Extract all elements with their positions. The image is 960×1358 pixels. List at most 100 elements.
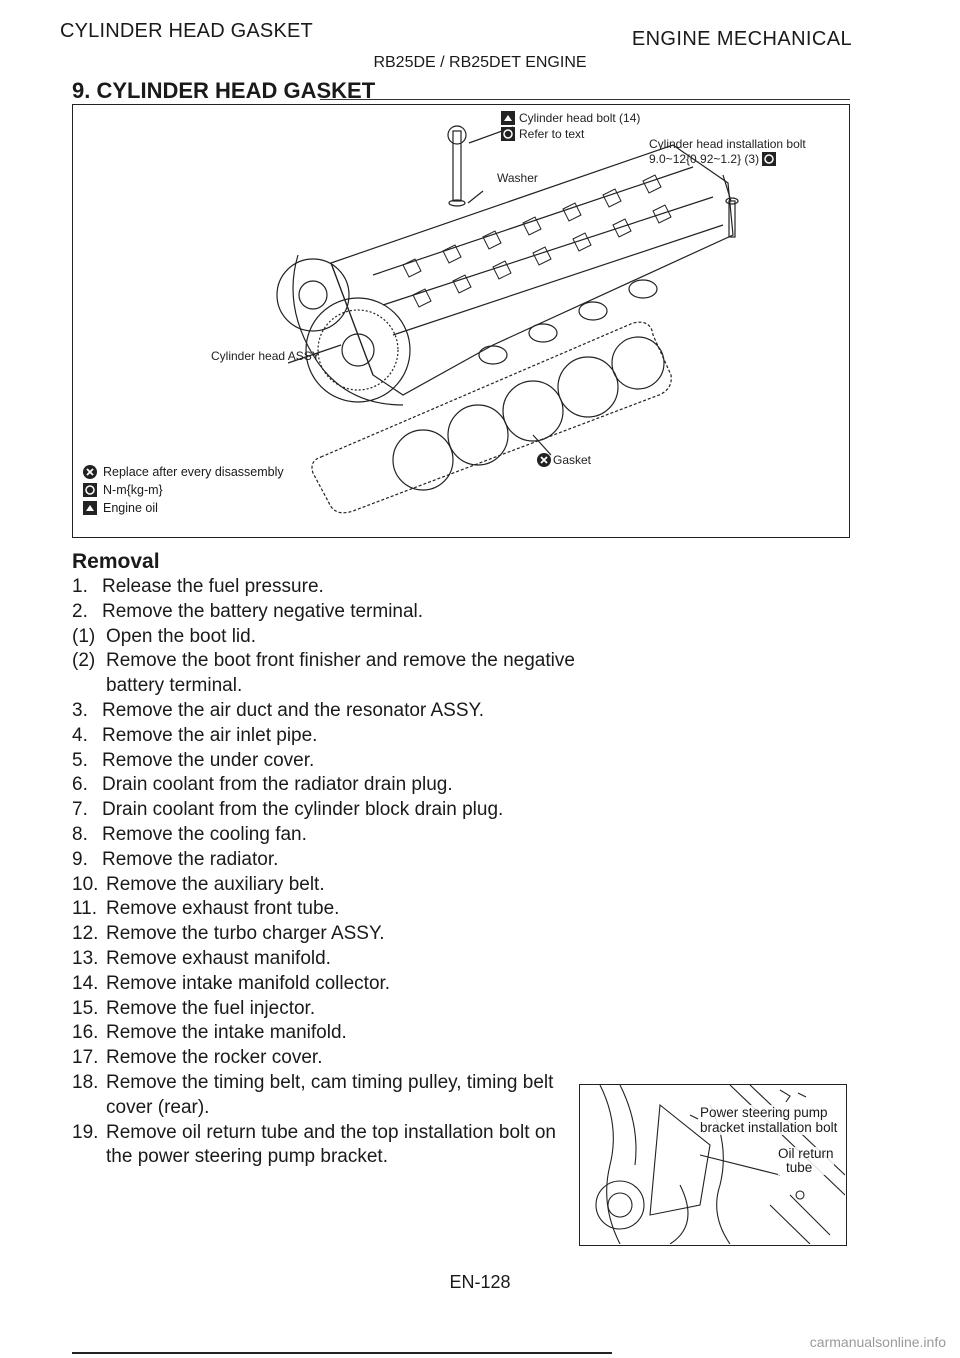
step-number: 10. — [72, 873, 99, 895]
list-item: (2)Remove the boot front finisher and re… — [72, 649, 582, 699]
washer-label: Washer — [497, 171, 538, 185]
list-item: 17. Remove the rocker cover. — [72, 1046, 582, 1071]
oil-label-line-1: Oil return — [778, 1146, 834, 1161]
list-item: 19. Remove oil return tube and the top in… — [72, 1121, 582, 1171]
step-number: 4. — [72, 724, 88, 746]
section-title: 9. CYLINDER HEAD GASKET — [72, 78, 376, 103]
list-item: 14. Remove intake manifold collector. — [72, 972, 582, 997]
footer-rule — [72, 1352, 612, 1354]
list-item: 10. Remove the auxiliary belt. — [72, 873, 582, 898]
legend-item-torque: N-m{kg-m} — [83, 483, 284, 497]
list-item: 13.Remove exhaust manifold. — [72, 947, 582, 972]
list-item: 6. Drain coolant from the radiator drain … — [72, 773, 582, 798]
replace-icon — [537, 453, 551, 467]
step-number: 19. — [72, 1121, 99, 1143]
step-text: Remove the under cover. — [102, 749, 315, 771]
oil-label-line-2: tube — [786, 1160, 813, 1175]
list-item: 2. Remove the battery negative terminal. — [72, 600, 582, 625]
step-text: Remove the turbo charger ASSY. — [106, 923, 385, 945]
step-number: 18. — [72, 1071, 99, 1093]
torque-icon — [762, 152, 777, 166]
power-steering-photo: Power steering pump bracket installation… — [579, 1084, 847, 1246]
installation-bolt-label: Cylinder head installation bolt — [649, 137, 806, 151]
oil-can-icon — [501, 111, 515, 125]
legend-text: N-m{kg-m} — [103, 483, 163, 497]
step-number: 15. — [72, 997, 99, 1019]
step-number: 16. — [72, 1022, 99, 1044]
step-text: Remove the rocker cover. — [106, 1047, 323, 1069]
gasket-label-row: Gasket — [537, 453, 591, 467]
list-item: 12.Remove the turbo charger ASSY. — [72, 922, 582, 947]
step-text: Remove the air duct and the resonator AS… — [102, 699, 484, 721]
step-number: 2. — [72, 600, 88, 622]
removal-heading: Removal — [72, 550, 160, 573]
step-number: 17. — [72, 1047, 99, 1069]
step-number: (2) — [72, 650, 96, 672]
title-rule — [320, 99, 850, 100]
oil-return-tube-label: Oil return tube — [778, 1147, 834, 1175]
step-text: Remove the battery negative terminal. — [102, 600, 424, 622]
installation-bolt-torque-row: 9.0~12{0.92~1.2} (3) — [649, 152, 777, 166]
torque-icon — [501, 127, 515, 141]
list-item: (1) Open the boot lid. — [72, 625, 582, 650]
refer-to-text-label: Refer to text — [519, 127, 585, 141]
step-text: Remove oil return tube and the top insta… — [106, 1121, 556, 1168]
step-text: Remove the intake manifold. — [106, 1022, 347, 1044]
cylinder-head-figure: Cylinder head bolt (14) Refer to text Cy… — [72, 104, 850, 538]
list-item: 9. Remove the radiator. — [72, 848, 582, 873]
watermark: carmanualsonline.info — [809, 1334, 946, 1350]
list-item: 4. Remove the air inlet pipe. — [72, 724, 582, 749]
pump-bracket-label: Power steering pump bracket installation… — [700, 1105, 838, 1135]
pump-label-line-2: bracket installation bolt — [700, 1120, 838, 1135]
step-text: Remove intake manifold collector. — [106, 972, 391, 994]
step-number: 11. — [72, 898, 98, 920]
list-item: 18.Remove the timing belt, cam timing pu… — [72, 1071, 582, 1121]
legend-item-oil: Engine oil — [83, 501, 284, 515]
step-number: 7. — [72, 799, 88, 821]
step-number: (1) — [72, 625, 96, 647]
step-text: Open the boot lid. — [106, 625, 256, 647]
step-text: Remove the air inlet pipe. — [102, 724, 318, 746]
pump-label-line-1: Power steering pump — [700, 1105, 828, 1120]
step-number: 1. — [72, 576, 88, 597]
step-number: 3. — [72, 699, 88, 721]
torque-icon — [83, 483, 97, 497]
cylinder-head-assy-label: Cylinder head ASSY — [211, 349, 320, 363]
step-number: 14. — [72, 972, 99, 994]
cylinder-head-bolt — [452, 130, 462, 202]
installation-bolt-torque: 9.0~12{0.92~1.2} (3) — [649, 152, 760, 166]
step-number: 6. — [72, 774, 88, 796]
cylinder-head-block — [330, 144, 734, 396]
page-number: EN-128 — [449, 1272, 511, 1292]
list-item: 16. Remove the intake manifold. — [72, 1021, 582, 1046]
list-item: 15. Remove the fuel injector. — [72, 997, 582, 1022]
replace-icon — [83, 465, 97, 479]
step-number: 9. — [72, 848, 88, 870]
list-item: 1. Release the fuel pressure. — [72, 575, 582, 600]
gasket-outline — [311, 321, 672, 514]
legend-text: Replace after every disassembly — [103, 465, 284, 479]
step-text: Release the fuel pressure. — [102, 576, 324, 597]
bolt-label-row: Cylinder head bolt (14) — [501, 111, 640, 125]
oil-can-icon — [83, 501, 97, 515]
step-text: Drain coolant from the radiator drain pl… — [102, 774, 453, 796]
step-number: 5. — [72, 749, 88, 771]
cam-pulley-rear — [276, 258, 350, 332]
removal-steps-list: 1. Release the fuel pressure. 2. Remove th… — [72, 575, 582, 1170]
step-text: Remove the cooling fan. — [102, 823, 307, 845]
list-item: 3. Remove the air duct and the resonator … — [72, 699, 582, 724]
step-text: Remove the fuel injector. — [106, 997, 316, 1019]
header-engine-name: RB25DE / RB25DET ENGINE — [373, 54, 587, 71]
list-item: 5. Remove the under cover. — [72, 749, 582, 774]
gasket-label: Gasket — [553, 453, 592, 467]
step-text: Remove the radiator. — [102, 848, 279, 870]
cylinder-head-illustration — [276, 125, 739, 514]
step-text: Drain coolant from the cylinder block dr… — [102, 799, 504, 821]
legend-text: Engine oil — [103, 501, 158, 515]
step-text: Remove the auxiliary belt. — [106, 873, 325, 895]
list-item: 7. Drain coolant from the cylinder block … — [72, 798, 582, 823]
cam-pulley-front — [305, 297, 411, 403]
step-number: 13. — [72, 947, 99, 969]
header-chapter-name: ENGINE MECHANICAL — [631, 28, 852, 50]
step-text: Remove exhaust front tube. — [106, 898, 340, 920]
